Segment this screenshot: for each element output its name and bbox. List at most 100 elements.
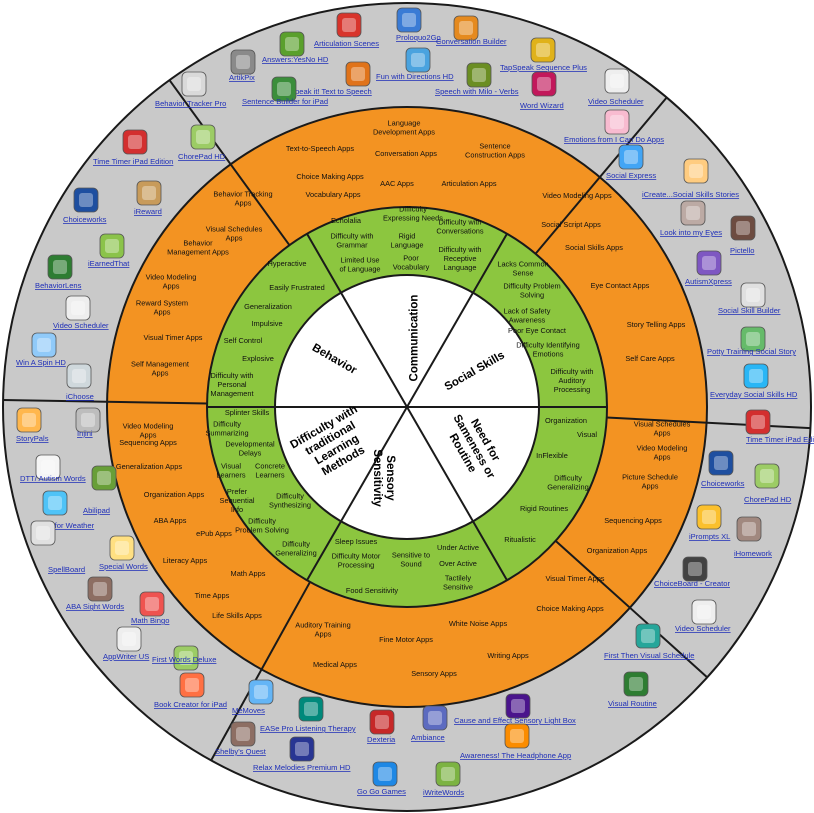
app-item[interactable]: Social Express [606,144,656,180]
video-scheduler-icon[interactable] [604,68,630,94]
app-link[interactable]: ABA Sight Words [66,602,124,611]
app-item[interactable]: ChorePad HD [744,463,792,504]
app-link[interactable]: Win A Spin HD [16,358,66,367]
app-item[interactable]: Proloquo2Go [396,7,441,42]
app-item[interactable]: StoryPals [16,407,49,443]
shelbys-quest-icon[interactable] [230,721,256,747]
first-then-icon[interactable] [635,623,661,649]
app-link[interactable]: Look into my Eyes [660,228,722,237]
answers-yesno-icon[interactable] [279,31,305,57]
app-item[interactable]: First Words Deluxe [152,645,216,671]
app-item[interactable]: Video Scheduler [588,68,644,106]
special-words-icon[interactable] [109,535,135,561]
app-link[interactable]: Ambiance [411,733,445,742]
app-link[interactable]: Math Bingo [131,616,169,625]
app-link[interactable]: First Then Visual Schedule [604,651,694,660]
app-item[interactable]: Sentence Builder for iPad [242,76,328,106]
app-link[interactable]: Pictello [730,246,754,255]
awareness-icon[interactable] [504,723,530,749]
app-item[interactable]: Time Timer iPad Edition [93,129,173,166]
app-item[interactable]: Potty Training Social Story [707,326,796,356]
chorepad-icon[interactable] [190,124,216,150]
word-wizard-icon[interactable] [531,71,557,97]
app-item[interactable]: Dexteria [367,709,396,744]
app-item[interactable]: Special Words [99,535,148,571]
app-link[interactable]: Speak it! Text to Speech [290,87,372,96]
app-item[interactable]: ArtikPix [229,49,256,82]
app-link[interactable]: Choiceworks [701,479,745,488]
time-timer-icon[interactable] [745,409,771,435]
app-link[interactable]: Word Wizard [520,101,564,110]
app-item[interactable]: TapSpeak Sequence Plus [500,37,587,72]
app-link[interactable]: ChorePad HD [178,152,226,161]
spellboard-icon[interactable] [30,520,56,546]
app-item[interactable]: Speech with Milo - Verbs [435,62,519,96]
app-item[interactable]: iReward [134,180,162,216]
app-link[interactable]: Emotions from I Can Do Apps [564,135,664,144]
app-link[interactable]: Answers:YesNo HD [262,55,329,64]
app-link[interactable]: Speech with Milo - Verbs [435,87,519,96]
time-timer-icon[interactable] [122,129,148,155]
autismxpress-icon[interactable] [696,250,722,276]
choiceworks-icon[interactable] [708,450,734,476]
app-link[interactable]: StoryPals [16,434,49,443]
app-link[interactable]: ChoiceBoard - Creator [654,579,730,588]
app-item[interactable]: Choiceworks [701,450,745,488]
video-scheduler-icon[interactable] [691,599,717,625]
app-link[interactable]: AppWriter US [103,652,149,661]
video-scheduler-icon[interactable] [65,295,91,321]
app-item[interactable]: iEarnedThat [88,233,130,268]
appwriter-icon[interactable] [116,626,142,652]
app-link[interactable]: Proloquo2Go [396,33,441,42]
app-link[interactable]: Potty Training Social Story [707,347,796,356]
ihomework-icon[interactable] [736,516,762,542]
dtt-autism-words-icon[interactable] [35,454,61,480]
app-link[interactable]: Social Express [606,171,656,180]
app-item[interactable]: Time Timer iPad Edition [745,409,814,444]
go-go-games-icon[interactable] [372,761,398,787]
app-item[interactable]: Choiceworks [63,187,107,224]
app-link[interactable]: Go Go Games [357,787,406,796]
app-item[interactable]: Win A Spin HD [16,332,66,367]
choiceboard-icon[interactable] [682,556,708,582]
app-item[interactable]: ABA Sight Words [66,576,124,611]
ireward-icon[interactable] [136,180,162,206]
visual-routine-icon[interactable] [623,671,649,697]
sentence-builder-icon[interactable] [271,76,297,102]
app-item[interactable]: iPrompts XL [689,504,730,541]
app-item[interactable]: iWriteWords [423,761,464,797]
app-link[interactable]: Visual Routine [608,699,657,708]
app-link[interactable]: Conversation Builder [436,37,507,46]
potty-training-icon[interactable] [740,326,766,352]
app-item[interactable]: Relax Melodies Premium HD [253,736,351,772]
app-item[interactable]: AppWriter US [103,626,149,661]
app-link[interactable]: Time Timer iPad Edition [93,157,173,166]
idress-icon[interactable] [42,490,68,516]
articulation-scenes-icon[interactable] [336,12,362,38]
math-bingo-icon[interactable] [139,591,165,617]
app-link[interactable]: Injini [77,429,93,438]
app-item[interactable]: EASe Pro Listening Therapy [260,696,356,733]
app-item[interactable]: Speak it! Text to Speech [290,61,372,96]
app-item[interactable]: Articulation Scenes [314,12,379,48]
app-link[interactable]: Fun with Directions HD [376,72,454,81]
app-item[interactable]: BehaviorLens [35,254,82,290]
ichoose-icon[interactable] [66,363,92,389]
app-item[interactable]: DTT/ Autism Words [20,454,86,483]
app-link[interactable]: SpellBoard [48,565,85,574]
speech-with-milo-icon[interactable] [466,62,492,88]
app-link[interactable]: Abilipad [83,506,110,515]
app-item[interactable]: ChorePad HD [178,124,226,161]
app-link[interactable]: iPrompts XL [689,532,730,541]
look-into-my-eyes-icon[interactable] [680,200,706,226]
proloquo2go-icon[interactable] [396,7,422,33]
app-item[interactable]: Injini [75,407,101,438]
app-link[interactable]: BehaviorLens [35,281,82,290]
app-item[interactable]: Video Scheduler [53,295,109,330]
emotions-icon[interactable] [604,109,630,135]
app-item[interactable]: Pictello [730,215,756,255]
aba-sight-words-icon[interactable] [87,576,113,602]
relax-melodies-icon[interactable] [289,736,315,762]
app-link[interactable]: iChoose [66,392,94,401]
app-item[interactable]: Word Wizard [520,71,564,110]
